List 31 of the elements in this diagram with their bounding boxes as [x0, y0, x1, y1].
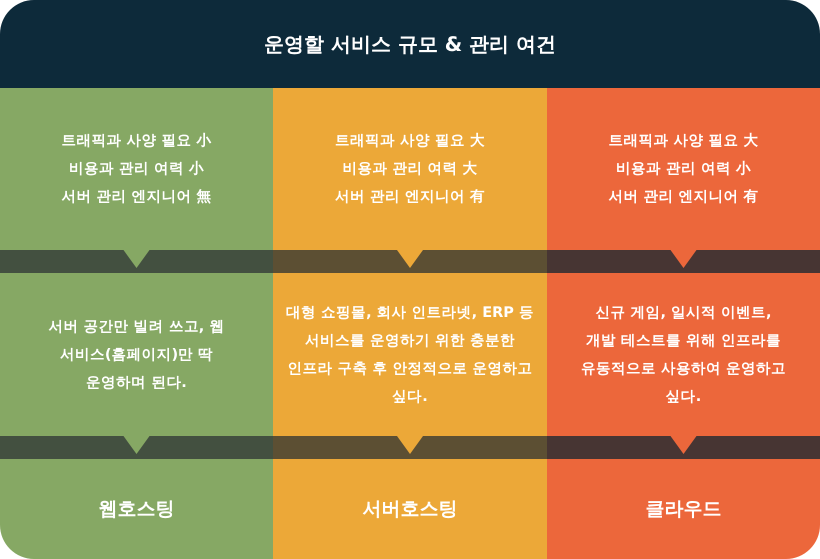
- section-panel: [547, 273, 820, 436]
- section-panel: [0, 273, 273, 436]
- section-panel: [273, 88, 547, 250]
- description-text: 서버 관리 엔지니어 有: [334, 188, 486, 207]
- service-name: 웹호스팅: [98, 497, 174, 522]
- section-panel: [273, 273, 547, 436]
- description-text: 대형 쇼핑몰, 회사 인트라넷, ERP 등 서비스를 운영하기 위한 충분한 인프라 구축 후 안정적으로 운영하고 싶다.: [285, 304, 535, 406]
- description-text: 트래픽과 사양 필요 大: [334, 132, 486, 151]
- section-panel: [547, 459, 820, 559]
- section-panel: [0, 88, 273, 250]
- section-panel: [273, 459, 547, 559]
- description-text: 비용과 관리 여력 小: [68, 160, 204, 179]
- chevron-arrow: [124, 436, 150, 454]
- description-text: 서버 관리 엔지니어 無: [61, 188, 212, 207]
- chevron-arrow: [670, 436, 696, 454]
- description-text: 서버 관리 엔지니어 有: [608, 188, 759, 207]
- service-name: 서버호스팅: [362, 497, 458, 522]
- description-text: 비용과 관리 여력 小: [616, 160, 752, 179]
- description-text: 서버 공간만 빌려 쓰고, 웹 서비스(홈페이지)만 딱 운영하며 된다.: [48, 318, 226, 392]
- description-text: 신규 게임, 일시적 이벤트, 개발 테스트를 위해 인프라를 유동적으로 사용하여 운영하고 싶다.: [580, 304, 788, 406]
- description-text: 비용과 관리 여력 大: [342, 160, 478, 179]
- chevron-arrow: [124, 250, 150, 268]
- chevron-arrow: [670, 250, 696, 268]
- description-text: 트래픽과 사양 필요 小: [61, 132, 212, 151]
- title: 운영할 서비스 규모 & 관리 여건: [264, 30, 556, 58]
- description-text: 트래픽과 사양 필요 大: [608, 132, 759, 151]
- section-panel: [547, 88, 820, 250]
- chevron-arrow: [397, 250, 423, 268]
- chevron-arrow: [397, 436, 423, 454]
- section-panel: [0, 459, 273, 559]
- service-name: 클라우드: [646, 497, 722, 522]
